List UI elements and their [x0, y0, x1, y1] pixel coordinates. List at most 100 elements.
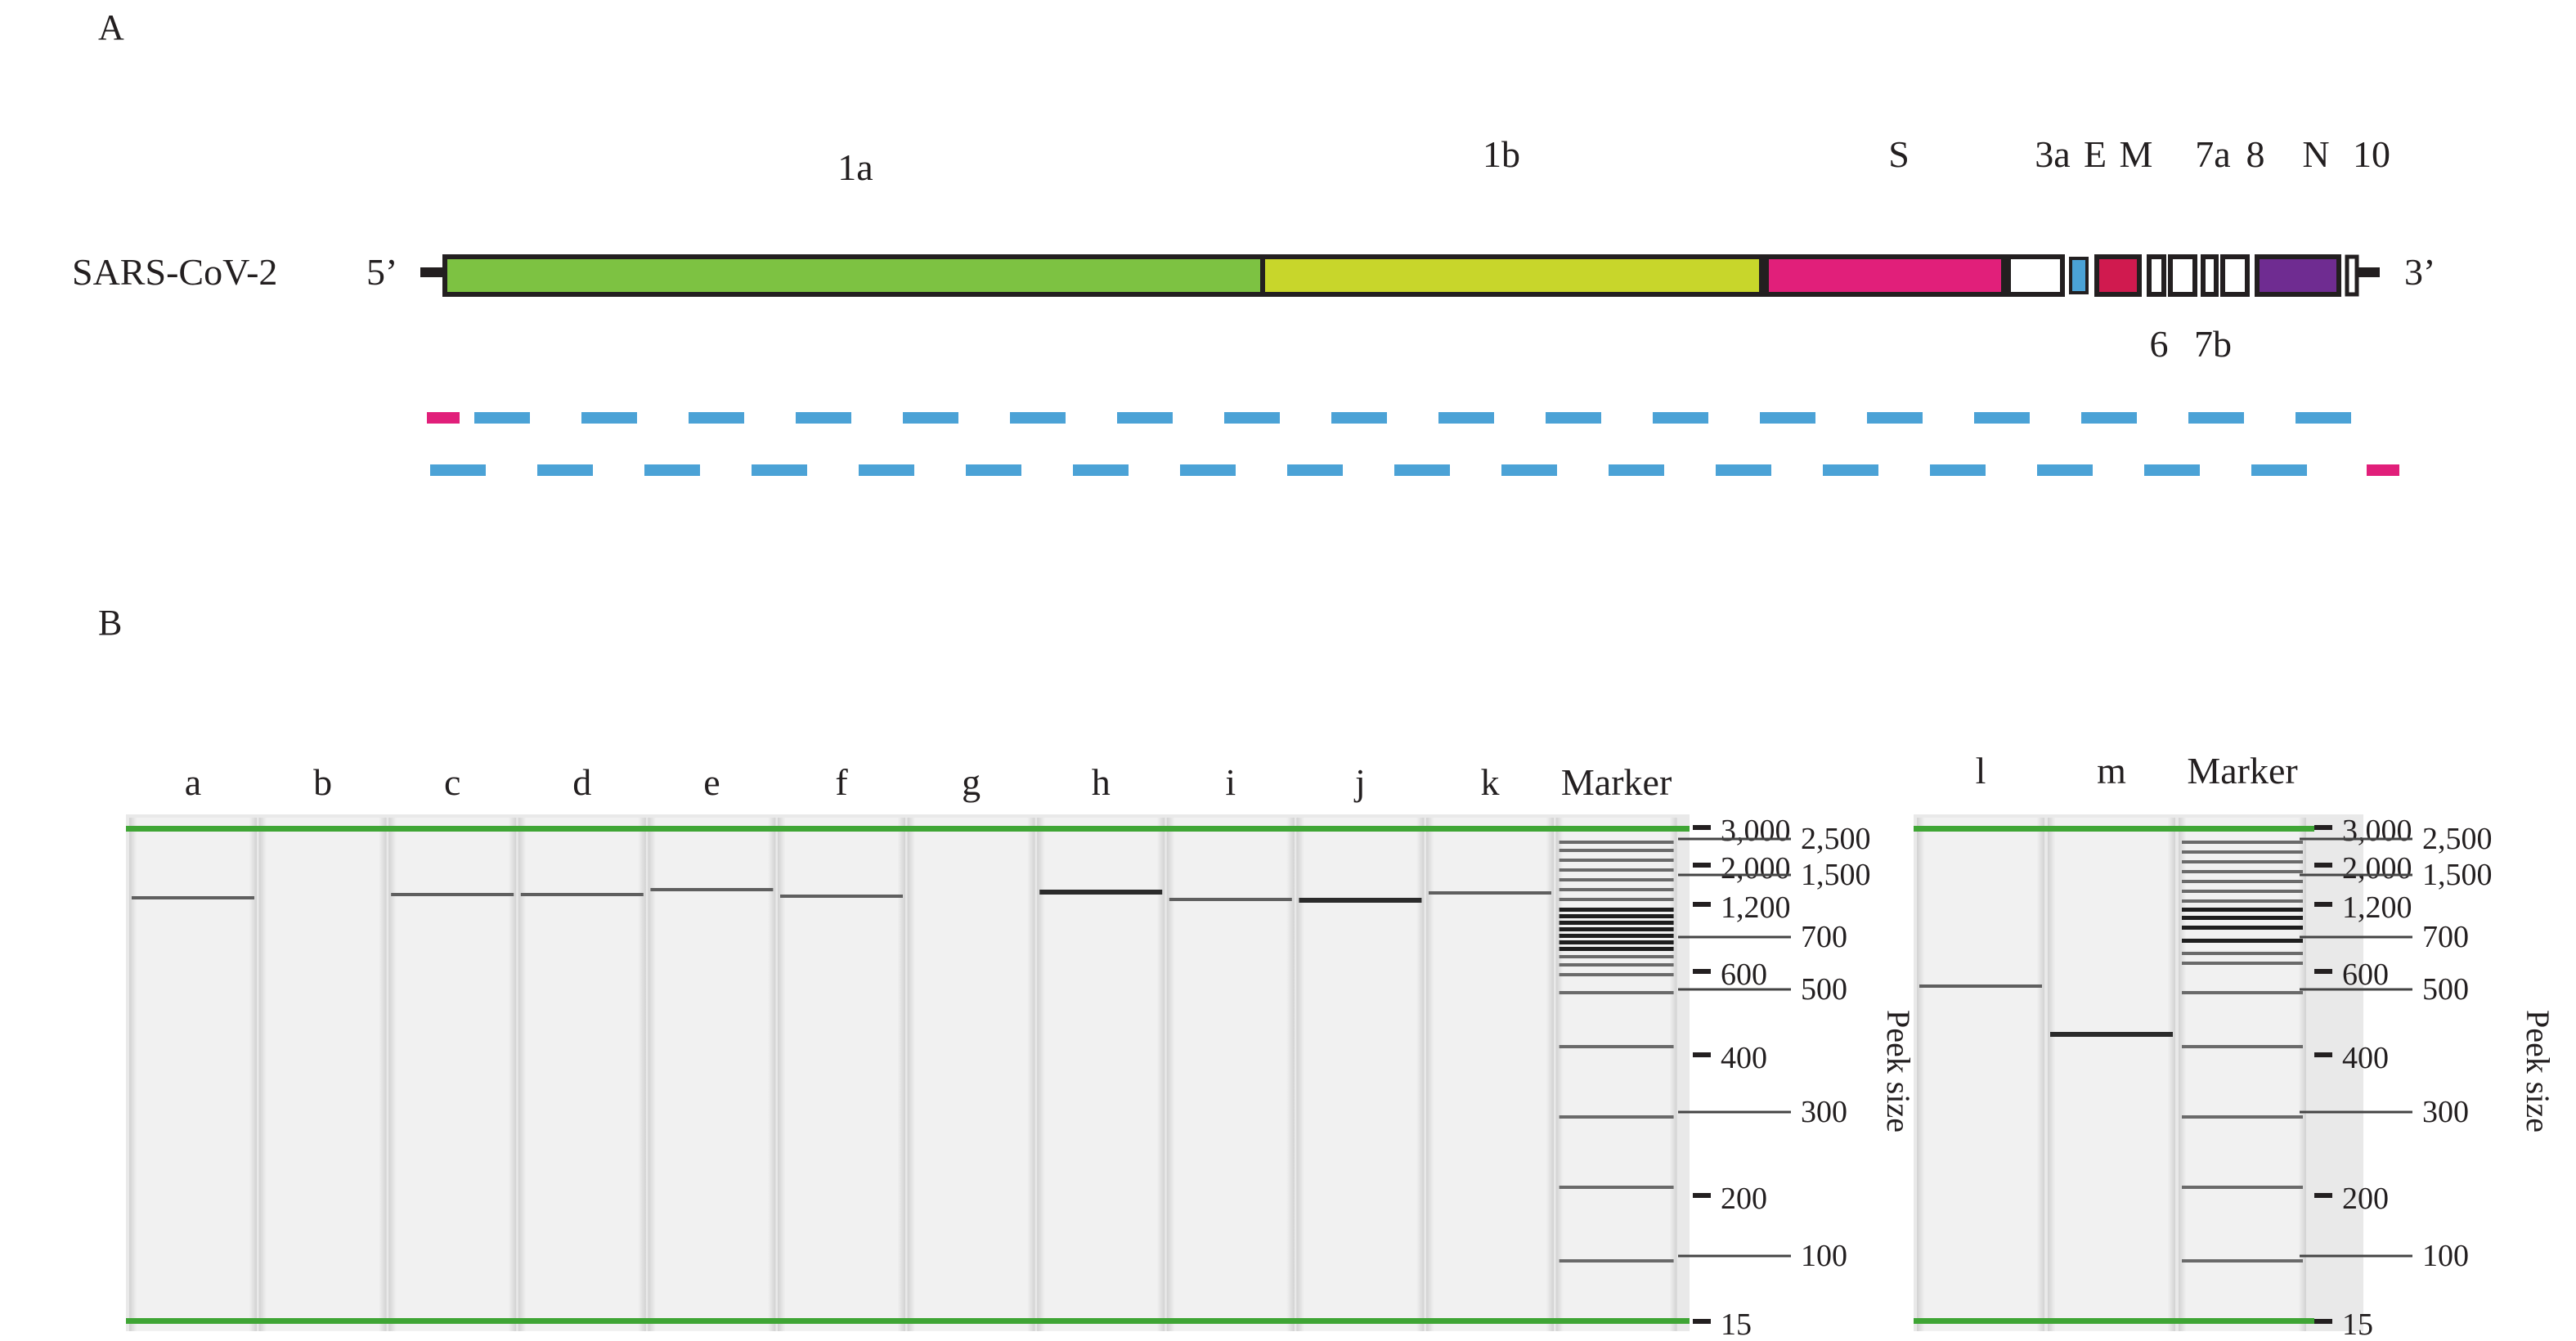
- marker-band: [2182, 899, 2303, 903]
- lane-label-i: i: [1225, 761, 1236, 803]
- scale-tick: [1693, 1052, 1711, 1057]
- size-label: 400: [2342, 1041, 2389, 1075]
- gel-1-bottom-green-line: [126, 1318, 1690, 1324]
- marker-band: [2182, 952, 2303, 955]
- size-scale-2: 3,0002,0001,200600400200152,5001,5007005…: [2300, 814, 2493, 1341]
- size-label: 200: [2342, 1182, 2389, 1216]
- size-label: 700: [2422, 920, 2469, 954]
- gene-label-8: 8: [2246, 133, 2265, 175]
- marker-band: [1559, 1186, 1674, 1189]
- size-label: 1,500: [2422, 858, 2493, 892]
- genome-leader-5: [420, 267, 445, 277]
- size-label: 500: [2422, 972, 2469, 1007]
- marker-band: [1559, 1115, 1674, 1119]
- gene-label-1a: 1a: [837, 146, 873, 188]
- amplicon-dash: [2296, 412, 2351, 424]
- amplicon-row-1: [427, 412, 2351, 424]
- amplicon-dash: [1287, 464, 1343, 476]
- sample-lane: [648, 818, 776, 1331]
- amplicon-dash: [1010, 412, 1066, 424]
- five-prime-label: 5’: [366, 251, 397, 293]
- size-label: 2,500: [2422, 822, 2493, 856]
- amplicon-dash: [1501, 464, 1557, 476]
- amplicon-dash: [1867, 412, 1923, 424]
- sample-band: [2050, 1032, 2173, 1037]
- size-label: 2,500: [1801, 822, 1871, 856]
- gene-box-7a: [2168, 254, 2197, 297]
- sample-lane: [2048, 818, 2175, 1331]
- sample-lane: [129, 818, 257, 1331]
- scale-tick: [1693, 1319, 1711, 1324]
- gel-1-top-green-line: [126, 826, 1690, 832]
- lane-label-e: e: [703, 761, 720, 803]
- size-label: 15: [1721, 1307, 1752, 1341]
- size-label: 2,000: [1721, 851, 1791, 886]
- amplicon-dash: [1609, 464, 1664, 476]
- marker-label-1: Marker: [1561, 761, 1672, 803]
- lane-label-a: a: [185, 761, 201, 803]
- sample-band: [391, 893, 514, 896]
- three-prime-label: 3’: [2404, 251, 2435, 293]
- size-label: 100: [2422, 1239, 2469, 1273]
- amplicon-dash: [796, 412, 851, 424]
- lane-label-k: k: [1481, 761, 1500, 803]
- size-label: 700: [1801, 920, 1847, 954]
- sample-band: [1919, 984, 2042, 988]
- marker-band: [1559, 1259, 1674, 1263]
- amplicon-dash: [537, 464, 593, 476]
- size-label: 3,000: [1721, 814, 1791, 848]
- lane-label-b: b: [313, 761, 332, 803]
- size-label: 500: [1801, 972, 1847, 1007]
- amplicon-dash: [1823, 464, 1878, 476]
- size-label: 400: [1721, 1041, 1767, 1075]
- amplicon-end-mark-1: [427, 412, 460, 424]
- sample-lane: [518, 818, 646, 1331]
- marker-label-2: Marker: [2187, 750, 2297, 792]
- size-label: 300: [1801, 1095, 1847, 1129]
- gene-box-1a: [442, 254, 1265, 297]
- gene-box-10: [2345, 254, 2359, 297]
- scale-tick: [2314, 969, 2332, 974]
- scale-tick: [2314, 1193, 2332, 1198]
- scale-tick: [1693, 863, 1711, 868]
- sample-lane: [1426, 818, 1554, 1331]
- amplicon-dash: [1653, 412, 1708, 424]
- marker-band: [1559, 1045, 1674, 1048]
- marker-band: [2182, 890, 2303, 893]
- panel-b-label: B: [98, 603, 122, 643]
- marker-band: [1559, 991, 1674, 994]
- amplicon-dash: [1974, 412, 2030, 424]
- amplicon-dash: [1438, 412, 1494, 424]
- amplicon-dash: [1180, 464, 1236, 476]
- amplicon-dash: [1394, 464, 1450, 476]
- sample-band: [132, 896, 254, 899]
- gene-label-m: M: [2120, 133, 2153, 175]
- size-scale-1: 3,0002,0001,200600400200152,5001,5007005…: [1678, 814, 1871, 1341]
- gene-box-7b: [2201, 254, 2219, 297]
- marker-band: [2182, 850, 2303, 854]
- marker-band: [1559, 934, 1674, 938]
- marker-band: [1559, 947, 1674, 951]
- marker-band: [2182, 1259, 2303, 1263]
- amplicon-dash: [903, 412, 958, 424]
- lane-label-d: d: [572, 761, 591, 803]
- gene-label-s: S: [1888, 133, 1910, 175]
- lane-label-g: g: [962, 761, 981, 803]
- lane-label-l: l: [1976, 750, 1986, 792]
- marker-band: [2182, 1115, 2303, 1119]
- gene-box-e: [2069, 257, 2089, 294]
- sample-band: [780, 895, 903, 898]
- axis-title-2: Peek size: [2520, 1010, 2556, 1132]
- sample-lane: [1917, 818, 2044, 1331]
- marker-band: [2182, 962, 2303, 965]
- sample-lane: [1166, 818, 1295, 1331]
- sample-lane: [778, 818, 905, 1331]
- gene-box-3a: [2006, 254, 2065, 297]
- amplicon-dash: [1760, 412, 1815, 424]
- amplicon-dash: [2144, 464, 2200, 476]
- amplicon-dash: [1716, 464, 1771, 476]
- size-label: 600: [2342, 958, 2389, 992]
- size-label: 200: [1721, 1182, 1767, 1216]
- size-label: 100: [1801, 1239, 1847, 1273]
